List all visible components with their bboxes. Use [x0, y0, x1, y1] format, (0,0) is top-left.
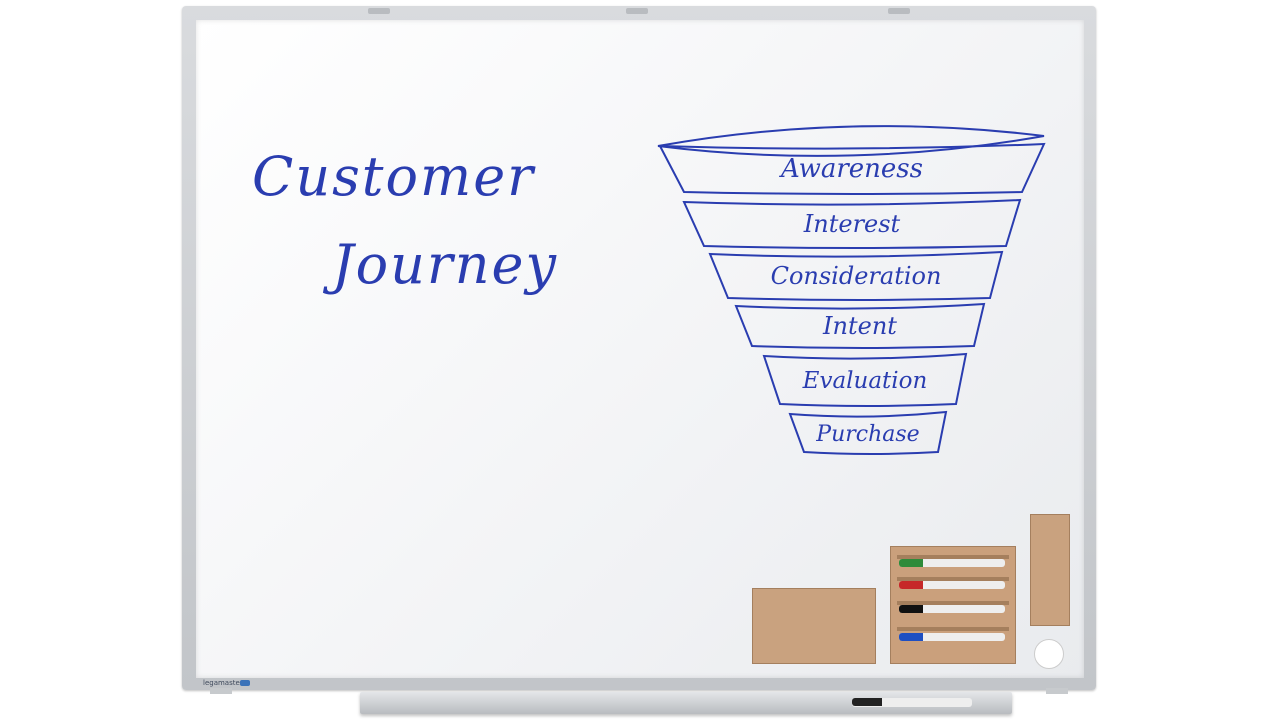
holder-shelf: [897, 555, 1009, 559]
frame-clip: [368, 8, 390, 14]
funnel-stage-intent: Intent: [822, 312, 897, 340]
marker-green[interactable]: [899, 559, 1005, 567]
holder-shelf: [897, 577, 1009, 581]
funnel-rim: [657, 125, 1045, 157]
funnel-stage-awareness: Awareness: [779, 154, 923, 184]
holder-shelf: [897, 601, 1009, 605]
storage-box: [752, 588, 876, 664]
eraser[interactable]: [1030, 514, 1070, 626]
funnel-stage-evaluation: Evaluation: [802, 368, 928, 394]
funnel-band-evaluation: [762, 352, 968, 407]
holder-shelf: [897, 627, 1009, 631]
funnel-band-purchase: [788, 410, 948, 455]
title-customer: Customer: [252, 145, 535, 208]
funnel-band-awareness: [658, 142, 1046, 195]
title-journey: Journey: [332, 233, 558, 296]
brand-badge: [240, 680, 250, 686]
frame-foot: [210, 688, 232, 694]
funnel-stage-purchase: Purchase: [815, 422, 919, 447]
funnel-stage-consideration: Consideration: [771, 262, 942, 290]
frame-clip: [626, 8, 648, 14]
brand-logo: legamaster: [203, 679, 243, 687]
marker-red[interactable]: [899, 581, 1005, 589]
marker-blue[interactable]: [899, 633, 1005, 641]
marker-tray: [360, 692, 1012, 714]
frame-clip: [888, 8, 910, 14]
frame-foot: [1046, 688, 1068, 694]
tray-marker[interactable]: [852, 698, 972, 707]
funnel-stage-interest: Interest: [803, 210, 901, 238]
marker-holder: [890, 546, 1016, 664]
funnel-band-interest: [682, 198, 1022, 249]
marker-black[interactable]: [899, 605, 1005, 613]
quality-seal: [1034, 639, 1064, 669]
funnel-band-intent: [734, 302, 986, 349]
funnel-band-consideration: [708, 250, 1004, 301]
